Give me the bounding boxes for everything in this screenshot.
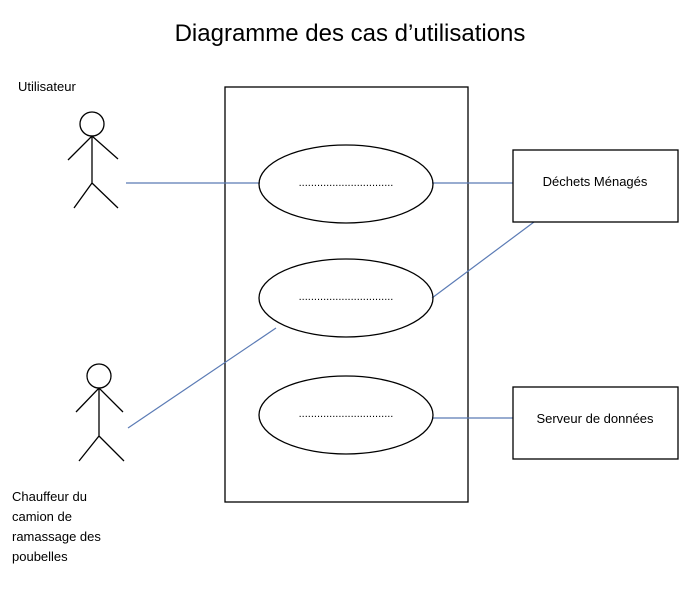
actor-chauffeur: Chauffeur du camion de ramassage des pou… [12,363,125,564]
system-dechets-menages[interactable]: Déchets Ménagés [512,149,679,223]
system-label: Déchets Ménagés [543,174,648,189]
use-case-label: ............................... [299,408,394,420]
system-serveur-donnees[interactable]: Serveur de données [512,386,679,460]
actor-label: Utilisateur [18,79,76,94]
associations [126,182,535,429]
association-line [431,221,535,299]
system-label: Serveur de données [536,411,654,426]
use-case-label: ............................... [299,177,394,189]
actor-utilisateur: Utilisateur [18,79,119,209]
use-case-3[interactable]: ............................... [258,375,434,455]
use-case-2[interactable]: ............................... [258,258,434,338]
use-case-1[interactable]: ............................... [258,144,434,224]
system-boundary [224,86,469,503]
diagram-title: Diagramme des cas d’utilisations [175,20,526,47]
use-case-label: ............................... [299,291,394,303]
stick-figure-icon [75,363,125,462]
stick-figure-icon [67,111,119,209]
association-line [127,327,277,429]
actor-label: Chauffeur du camion de ramassage des pou… [12,489,105,564]
